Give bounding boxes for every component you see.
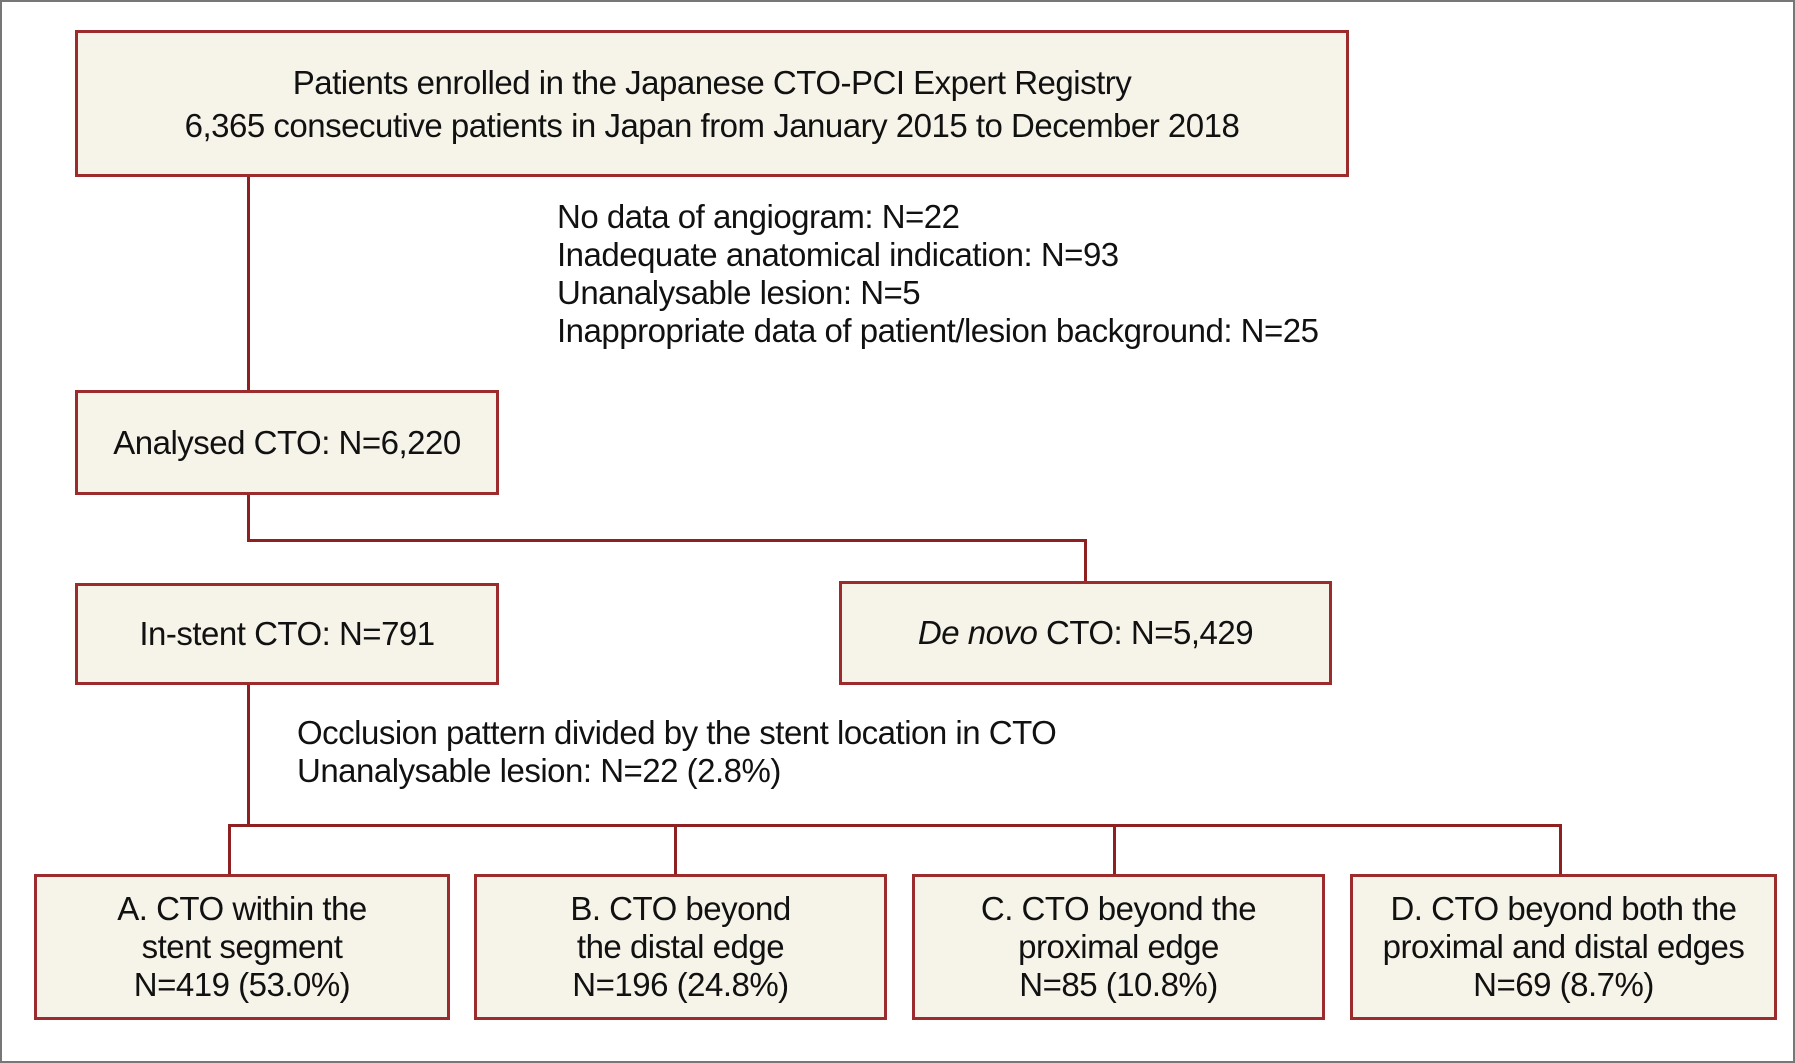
box-outcome-b: B. CTO beyond the distal edge N=196 (24.… xyxy=(474,874,887,1020)
box-de-novo-cto-label: De novo CTO: N=5,429 xyxy=(917,614,1254,652)
connector-instent-to-branch xyxy=(247,683,250,827)
enrolled-line-1: Patients enrolled in the Japanese CTO-PC… xyxy=(292,63,1132,101)
outcome-a-line-1: A. CTO within the xyxy=(117,890,367,927)
box-analysed-cto-label: Analysed CTO: N=6,220 xyxy=(113,423,461,461)
box-in-stent-cto: In-stent CTO: N=791 xyxy=(75,583,499,685)
branch-outcomes-horizontal xyxy=(228,824,1562,827)
connector-top-to-analysed xyxy=(247,177,250,393)
box-outcome-b-text: B. CTO beyond the distal edge N=196 (24.… xyxy=(570,890,791,1004)
connector-branch-to-box-d xyxy=(1559,824,1562,876)
connector-branch-to-denovo xyxy=(1084,539,1087,585)
enrolled-line-2: 6,365 consecutive patients in Japan from… xyxy=(184,106,1240,144)
outcome-b-line-3: N=196 (24.8%) xyxy=(572,966,789,1003)
connector-branch-to-box-c xyxy=(1113,824,1116,876)
exclusion-line-3: Unanalysable lesion: N=5 xyxy=(557,274,921,311)
box-outcome-c: C. CTO beyond the proximal edge N=85 (10… xyxy=(912,874,1325,1020)
outcome-a-line-3: N=419 (53.0%) xyxy=(133,966,351,1003)
outcome-c-line-2: proximal edge xyxy=(1018,928,1219,965)
connector-analysed-to-branch xyxy=(247,492,250,542)
box-outcome-c-text: C. CTO beyond the proximal edge N=85 (10… xyxy=(980,890,1257,1004)
de-novo-italic: De novo xyxy=(917,614,1038,651)
occlusion-pattern-note: Occlusion pattern divided by the stent l… xyxy=(297,714,1057,790)
exclusion-line-2: Inadequate anatomical indication: N=93 xyxy=(557,236,1119,273)
exclusion-notes: No data of angiogram: N=22 Inadequate an… xyxy=(557,198,1319,350)
outcome-c-line-1: C. CTO beyond the xyxy=(980,890,1257,927)
box-enrolled-patients-text: Patients enrolled in the Japanese CTO-PC… xyxy=(185,61,1240,147)
exclusion-line-1: No data of angiogram: N=22 xyxy=(557,198,960,235)
box-outcome-d-text: D. CTO beyond both the proximal and dist… xyxy=(1383,890,1745,1004)
outcome-d-line-3: N=69 (8.7%) xyxy=(1473,966,1654,1003)
outcome-d-line-2: proximal and distal edges xyxy=(1382,928,1745,965)
outcome-a-line-2: stent segment xyxy=(141,928,343,965)
connector-branch-to-box-a xyxy=(228,824,231,876)
box-outcome-a-text: A. CTO within the stent segment N=419 (5… xyxy=(117,890,367,1004)
occlusion-line-1: Occlusion pattern divided by the stent l… xyxy=(297,714,1057,751)
box-de-novo-cto: De novo CTO: N=5,429 xyxy=(839,581,1332,685)
de-novo-rest: CTO: N=5,429 xyxy=(1037,614,1254,651)
occlusion-line-2: Unanalysable lesion: N=22 (2.8%) xyxy=(297,752,781,789)
box-analysed-cto: Analysed CTO: N=6,220 xyxy=(75,390,499,495)
branch-analysed-horizontal xyxy=(247,539,1087,542)
connector-branch-to-box-b xyxy=(674,824,677,876)
outcome-b-line-1: B. CTO beyond xyxy=(570,890,791,927)
exclusion-line-4: Inappropriate data of patient/lesion bac… xyxy=(557,312,1319,349)
outcome-d-line-1: D. CTO beyond both the xyxy=(1390,890,1737,927)
box-outcome-a: A. CTO within the stent segment N=419 (5… xyxy=(34,874,450,1020)
box-in-stent-cto-label: In-stent CTO: N=791 xyxy=(139,615,435,652)
box-outcome-d: D. CTO beyond both the proximal and dist… xyxy=(1350,874,1777,1020)
outcome-b-line-2: the distal edge xyxy=(576,928,785,965)
box-enrolled-patients: Patients enrolled in the Japanese CTO-PC… xyxy=(75,30,1349,177)
outcome-c-line-3: N=85 (10.8%) xyxy=(1019,966,1218,1003)
